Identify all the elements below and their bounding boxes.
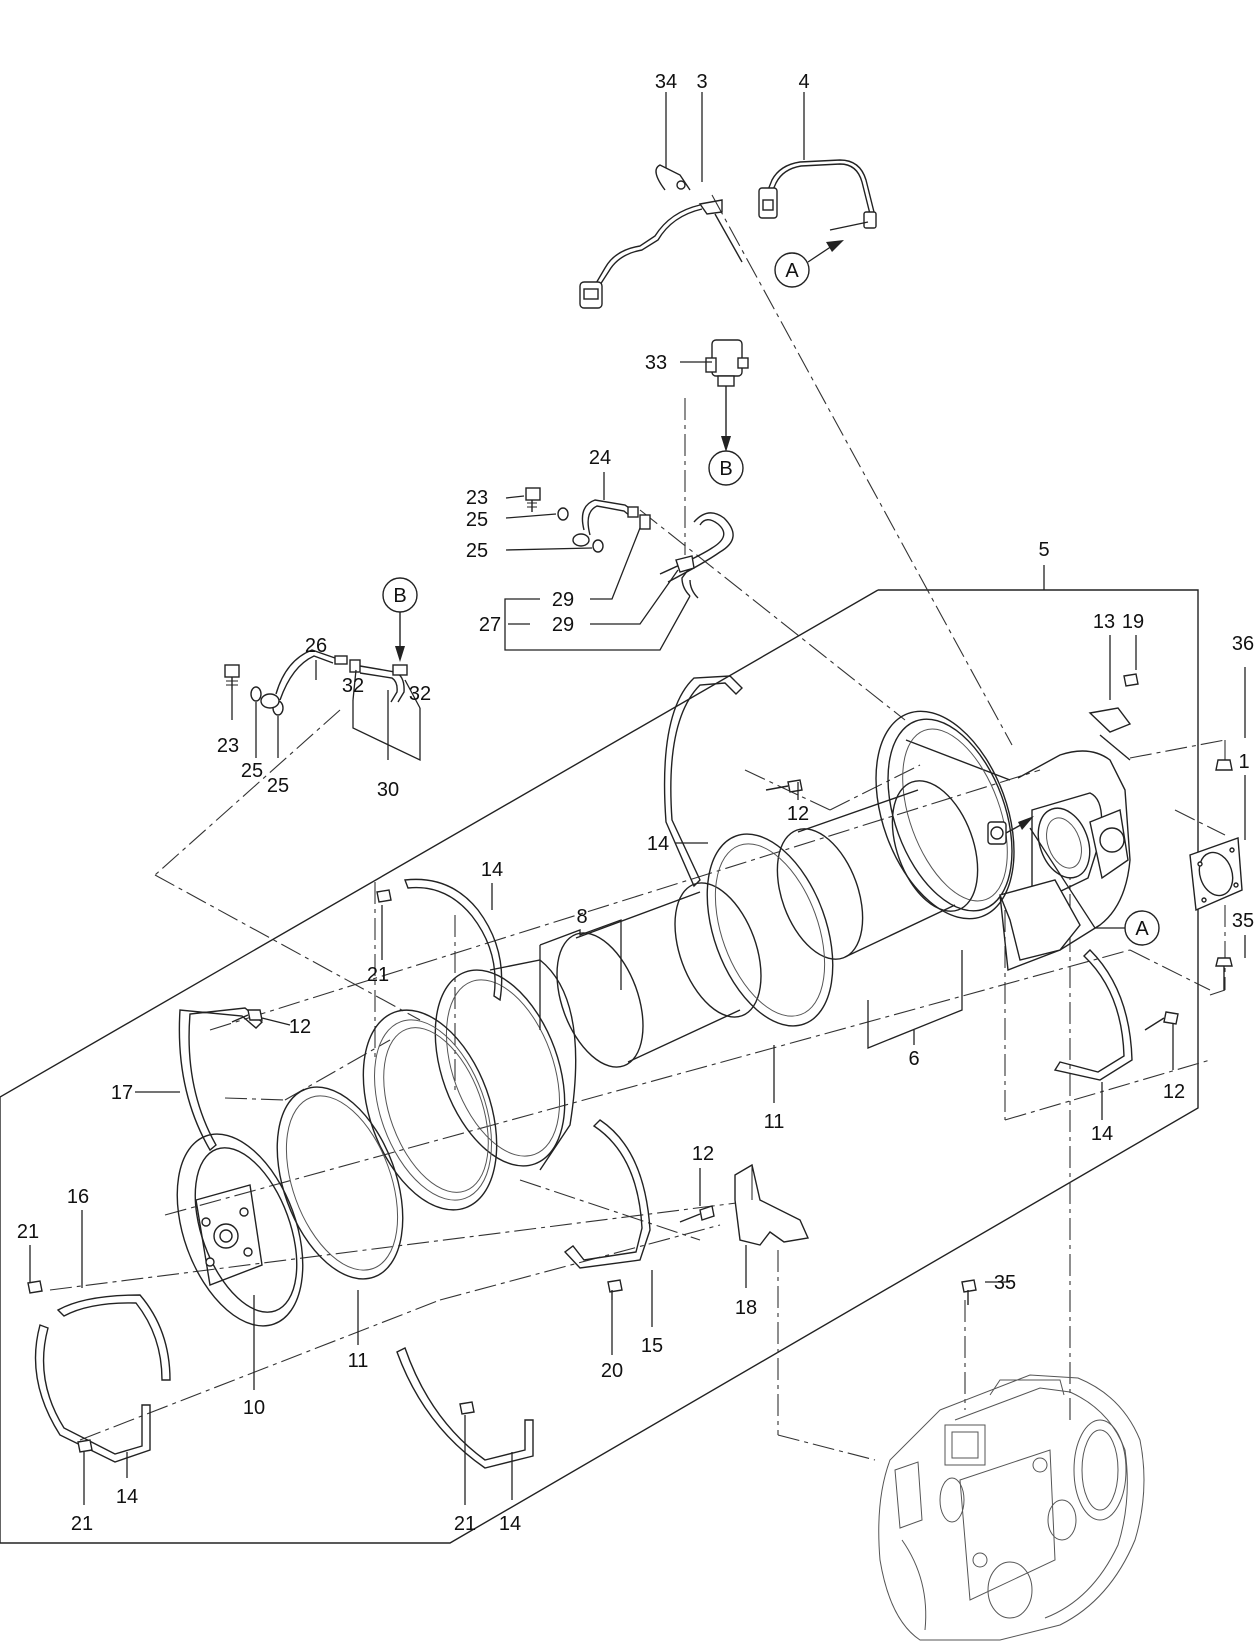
ref-circle-b-left: B [382, 577, 418, 613]
callout-21-a: 21 [367, 964, 389, 986]
bracket-18 [734, 1163, 810, 1246]
dpf-core-6 [776, 780, 979, 960]
callout-20: 20 [601, 1360, 623, 1382]
callout-13: 13 [1093, 611, 1115, 633]
flange-ring-11-right [706, 833, 834, 1027]
engine-flywheel-housing [878, 1374, 1145, 1641]
callout-10: 10 [243, 1397, 265, 1419]
callout-25-top-b: 25 [466, 540, 488, 562]
ref-circle-a-top: A [774, 240, 844, 288]
callout-23-left: 23 [217, 735, 239, 757]
callout-12-c: 12 [1163, 1081, 1185, 1103]
gasket-housing-end [875, 710, 1015, 920]
callout-6: 6 [908, 1048, 919, 1070]
callout-5: 5 [1038, 539, 1049, 561]
fastener-bolts [27, 673, 1233, 1453]
callout-labels: 34 3 4 33 24 23 25 25 29 29 27 5 13 19 3… [17, 71, 1254, 1535]
ref-circle-b-top: B [708, 450, 744, 486]
callout-25-left-a: 25 [241, 760, 263, 782]
callout-25-left-b: 25 [267, 775, 289, 797]
pipe-assembly-26 [224, 610, 408, 716]
gasket-ring-mid [362, 1009, 498, 1211]
flange-ring-11-mid [434, 959, 577, 1171]
callout-12-a: 12 [787, 803, 809, 825]
callout-30: 30 [377, 779, 399, 801]
callout-23-top: 23 [466, 487, 488, 509]
callout-29-a: 29 [552, 589, 574, 611]
callout-36: 36 [1232, 633, 1254, 655]
callout-35-right: 35 [1232, 910, 1254, 932]
callout-26: 26 [305, 635, 327, 657]
ref-label-a-housing: A [1135, 918, 1149, 940]
ref-label-b-left: B [393, 585, 406, 607]
callout-12-d: 12 [692, 1143, 714, 1165]
callout-35-bottom: 35 [994, 1272, 1016, 1294]
callout-21-c: 21 [454, 1513, 476, 1535]
callout-25-top-a: 25 [466, 509, 488, 531]
callout-18: 18 [735, 1297, 757, 1319]
callout-32-b: 32 [409, 683, 431, 705]
callout-8: 8 [576, 906, 587, 928]
clamp-bands [34, 675, 1133, 1469]
callout-14-b: 14 [481, 859, 503, 881]
callout-15: 15 [641, 1335, 663, 1357]
callout-34: 34 [655, 71, 677, 93]
gasket-11-front [276, 1086, 404, 1280]
ref-label-a-top: A [785, 260, 799, 282]
callout-16: 16 [67, 1186, 89, 1208]
callout-24: 24 [589, 447, 611, 469]
callout-32-a: 32 [342, 675, 364, 697]
assembly-frame [0, 589, 1199, 1544]
callout-14-c: 14 [1091, 1123, 1113, 1145]
callout-27: 27 [479, 614, 501, 636]
pipe-assembly-24 [525, 487, 734, 599]
pressure-sensor-33 [705, 339, 749, 452]
callout-17: 17 [111, 1082, 133, 1104]
callout-4: 4 [798, 71, 809, 93]
callout-leaders [29, 92, 1246, 1505]
callout-14-a: 14 [647, 833, 669, 855]
flange-gasket-1 [1189, 837, 1243, 912]
callout-11-b: 11 [348, 1350, 369, 1372]
callout-21-d: 21 [71, 1513, 93, 1535]
callout-3: 3 [696, 71, 707, 93]
callout-19: 19 [1122, 611, 1144, 633]
callout-21-b: 21 [17, 1221, 39, 1243]
callout-11-a: 11 [764, 1111, 785, 1133]
callout-33: 33 [645, 352, 667, 374]
main-housing [887, 707, 1132, 971]
callout-14-d: 14 [499, 1513, 521, 1535]
doc-core-8 [556, 882, 762, 1068]
callout-1: 1 [1238, 751, 1249, 773]
ref-circle-a-housing: A [1029, 827, 1160, 946]
callout-12-b: 12 [289, 1016, 311, 1038]
callout-14-e: 14 [116, 1486, 138, 1508]
ref-label-b-top: B [719, 458, 732, 480]
callout-29-b: 29 [552, 614, 574, 636]
end-cap-10 [176, 1133, 304, 1327]
sensor-harness-4 [758, 159, 877, 231]
sensor-harness-3 [579, 164, 743, 309]
